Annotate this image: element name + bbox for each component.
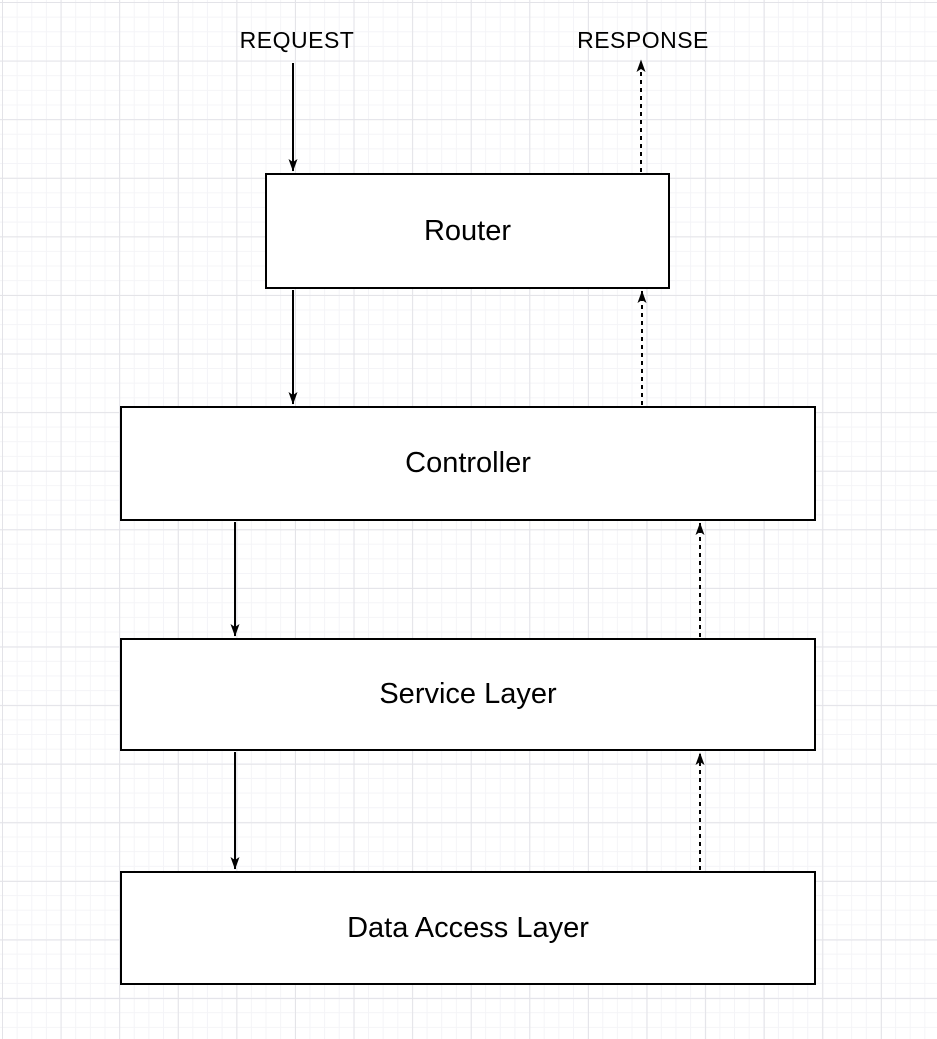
response-label: RESPONSE bbox=[577, 27, 709, 53]
node-data-access-layer: Data Access Layer bbox=[120, 871, 816, 985]
node-router-label: Router bbox=[423, 214, 512, 247]
request-label: REQUEST bbox=[239, 27, 355, 53]
node-controller: Controller bbox=[120, 406, 816, 521]
node-data-access-layer-label: Data Access Layer bbox=[347, 911, 589, 944]
node-controller-label: Controller bbox=[405, 447, 531, 480]
node-router: Router bbox=[265, 173, 670, 289]
node-service-layer: Service Layer bbox=[120, 638, 816, 751]
node-service-layer-label: Service Layer bbox=[379, 678, 557, 711]
